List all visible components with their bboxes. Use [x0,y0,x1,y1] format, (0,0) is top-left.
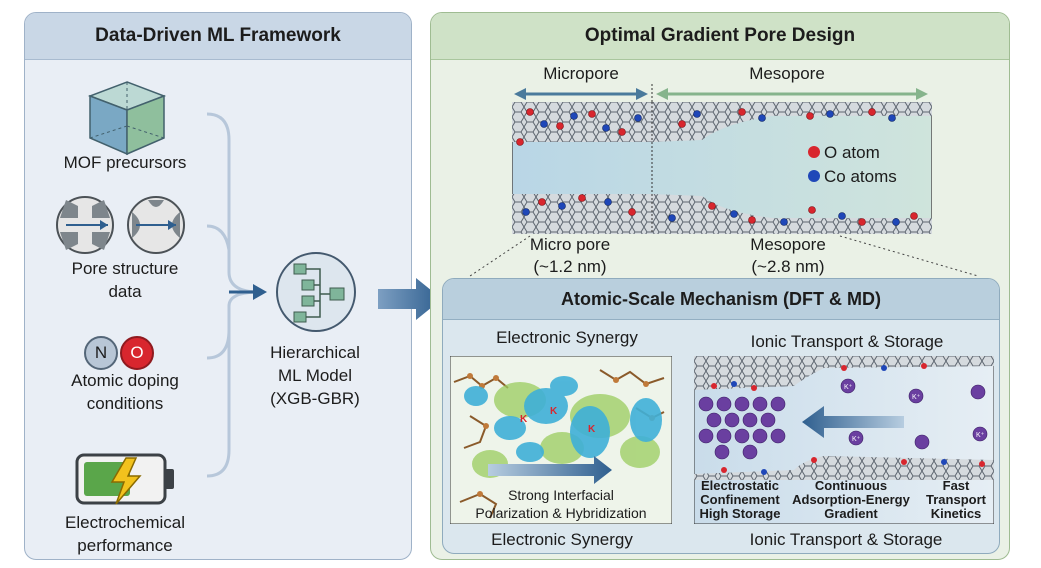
k-label-3: K [588,424,596,435]
ionic-note-2-line1: Continuous [814,478,888,493]
ionic-note-1-line2: Confinement [700,492,780,507]
ionic-note-3-line3: Kinetics [930,506,982,521]
ionic-note-3-line1: Fast [942,478,970,493]
mechanism-header: Atomic-Scale Mechanism (DFT & MD) [443,279,999,320]
ml-framework-header: Data-Driven ML Framework [25,13,411,60]
mesopore-label: Mesopore [749,64,825,83]
nitrogen-badge-label: N [94,343,108,362]
input-label-pore-1: Pore structure [71,259,179,278]
legend-label-cobalt: Co atoms [824,167,897,186]
input-label-doping-2: conditions [86,394,164,413]
zoom-guide-lines [469,235,979,277]
electronic-note-1: Strong Interfacial [508,487,614,503]
legend-label-oxygen: O atom [824,143,880,162]
input-label-electrochem-1: Electrochemical [65,513,185,532]
input-label-doping-1: Atomic doping [71,371,179,390]
model-label-2: ML Model [277,366,352,385]
electronic-synergy-figure: K K K [450,356,672,524]
micropore-label: Micropore [543,64,619,83]
cobalt-atoms [522,110,900,226]
atom-badge-icon: N O [84,336,164,370]
k-label-1: K [520,414,528,425]
electronic-note-2: Polarization & Hybridization [475,505,647,521]
kplus-label-1: K⁺ [844,384,853,391]
electronic-synergy-bottom-label: Electronic Synergy [491,530,633,549]
meso-caption-1: Mesopore [750,235,826,254]
electronic-synergy-top-label: Electronic Synergy [496,328,638,347]
ionic-note-2-line3: Gradient [824,506,878,521]
kplus-label-4: K⁺ [976,432,985,439]
model-label-3: (XGB-GBR) [270,389,360,408]
ionic-transport-top-label: Ionic Transport & Storage [750,332,944,351]
ionic-transport-bottom-label: Ionic Transport & Storage [749,530,943,549]
gradient-pore-schematic [512,102,932,234]
mechanism-title: Atomic-Scale Mechanism (DFT & MD) [560,288,882,309]
cube-icon [87,81,167,156]
battery-icon [75,453,174,505]
micro-caption-1: Micro pore [529,235,611,254]
model-label-1: Hierarchical [270,343,360,362]
pore-design-header: Optimal Gradient Pore Design [431,13,1009,60]
legend-dot-oxygen [808,146,820,158]
pore-design-title: Optimal Gradient Pore Design [584,25,856,46]
input-connectors [206,112,267,478]
flow-arrow-icon [378,278,442,320]
input-label-pore-2: data [108,282,142,301]
legend-dot-cobalt [808,170,820,182]
ionic-note-1-line1: Electrostatic [700,478,780,493]
input-label-mof: MOF precursors [63,153,187,172]
oxygen-atoms [516,108,918,226]
ml-framework-title: Data-Driven ML Framework [95,25,341,46]
oxygen-badge: O [120,336,154,370]
micro-caption-2: (~1.2 nm) [533,257,607,276]
meso-caption-2: (~2.8 nm) [751,257,825,276]
oxygen-badge-label: O [130,343,144,362]
k-label-2: K [550,406,558,417]
pore-structure-icon [56,196,185,254]
input-label-electrochem-2: performance [77,536,173,555]
ionic-note-3-line2: Transport [926,492,986,507]
ionic-note-1-line3: High Storage [699,506,781,521]
kplus-label-3: K⁺ [852,436,861,443]
nitrogen-badge: N [84,336,118,370]
ionic-note-2-line2: Adsorption-Energy [792,492,910,507]
ionic-transport-figure: K⁺ K⁺ K⁺ K⁺ [694,356,994,524]
kplus-label-2: K⁺ [912,394,921,401]
tree-model-icon [276,252,356,332]
pore-range-arrows [514,84,928,104]
